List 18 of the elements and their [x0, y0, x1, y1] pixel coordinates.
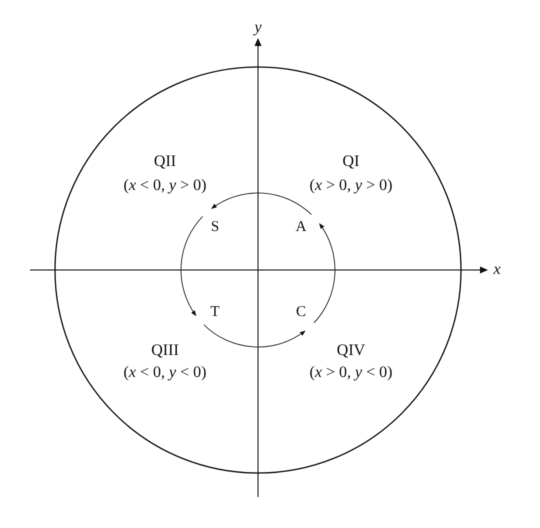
quadrant-letter: C: [296, 304, 306, 320]
quadrant-condition: (x > 0, y > 0): [310, 177, 392, 195]
arrow: [211, 192, 312, 216]
arrow: [180, 216, 204, 316]
arrow: [314, 223, 336, 324]
quadrant-name: QIII: [151, 342, 179, 360]
quadrant-condition: (x > 0, y < 0): [310, 364, 392, 382]
quadrant-letter: T: [210, 304, 220, 320]
arrow: [203, 324, 306, 348]
quadrant-name: QI: [342, 153, 360, 171]
quadrant-name: QIV: [336, 342, 366, 360]
quadrant-letter: A: [296, 218, 306, 236]
quadrant-condition: (x < 0, y < 0): [124, 364, 206, 382]
quadrant-letter: S: [210, 218, 220, 236]
axis-label: x: [493, 261, 501, 279]
quadrant-condition: (x < 0, y > 0): [124, 177, 206, 195]
axis-label: y: [254, 19, 262, 37]
quadrant-name: QII: [154, 153, 176, 171]
